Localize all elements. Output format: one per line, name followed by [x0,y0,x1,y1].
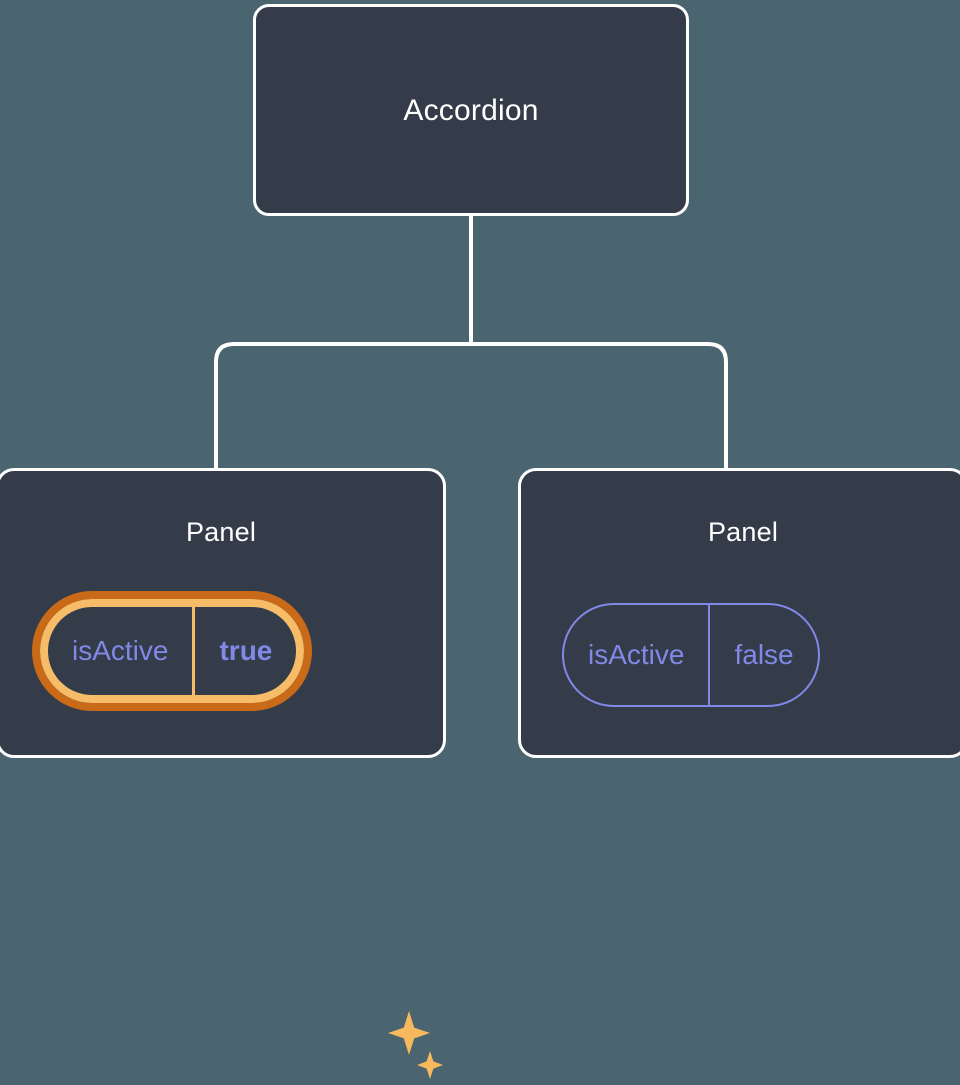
node-panel-right[interactable]: Panel isActive false [518,468,960,758]
diagram-canvas: Accordion Panel isActive true Panel isAc… [0,4,960,1079]
node-panel-left-title: Panel [185,517,257,547]
prop-value-right: false [734,639,794,670]
prop-divider-left [192,607,196,695]
node-accordion[interactable]: Accordion [253,4,689,216]
sparkles-icon [388,1011,443,1079]
edge-split-bar [214,342,728,468]
prop-key-left: isActive [72,635,169,666]
node-panel-right-title: Panel [707,517,779,547]
prop-pill-left-wrap: isActive true [31,591,313,711]
prop-pill-isactive-true[interactable]: isActive true [31,591,313,711]
node-panel-left[interactable]: Panel isActive true [0,468,446,1079]
prop-divider-right [708,605,711,705]
node-accordion-title: Accordion [403,93,539,127]
prop-key-right: isActive [588,639,685,670]
prop-pill-right-wrap: isActive false [562,603,820,707]
prop-pill-isactive-false[interactable]: isActive false [562,603,820,707]
prop-value-left: true [219,635,273,666]
